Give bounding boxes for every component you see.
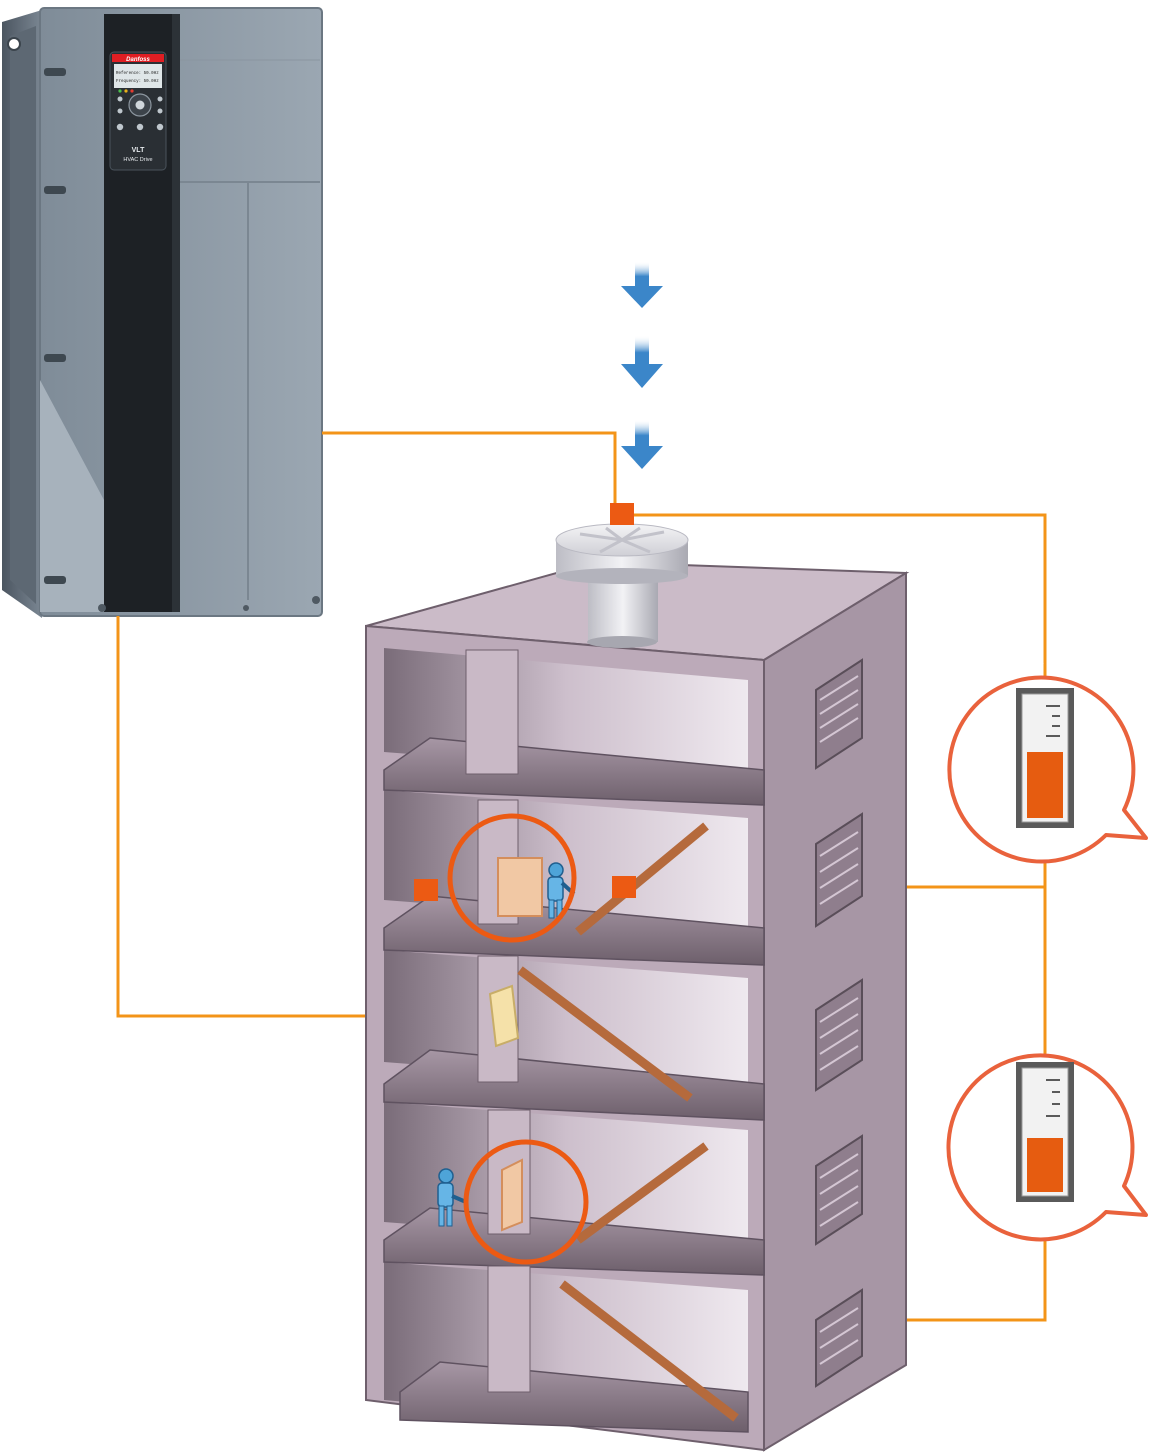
arrow-down-icon [621, 262, 663, 308]
building [365, 560, 910, 1452]
arrow-down-icon [621, 336, 663, 388]
gauge-icon [1016, 688, 1074, 828]
drive-control-panel: Danfoss Reference: 50.0Hz Frequency: 50.… [109, 51, 167, 171]
stairs-icon [517, 822, 739, 1422]
arrow-down-icon [621, 420, 663, 469]
display-line-reference: Reference: 50.0Hz [116, 71, 159, 76]
lower-pressure-gauge [946, 1053, 1148, 1242]
hvac-drive-label: HVAC Drive [123, 157, 152, 163]
louvre-icon [815, 658, 863, 1388]
sensor-icon [612, 876, 636, 898]
sensor-icon [610, 503, 634, 525]
danfoss-logo: Danfoss [126, 57, 150, 63]
gauge-icon [1016, 1062, 1074, 1202]
airflow-arrows [621, 262, 663, 469]
door-icon [501, 1158, 523, 1232]
upper-pressure-gauge [947, 663, 1148, 864]
person-icon [547, 862, 576, 919]
sensors [414, 503, 636, 901]
door-highlight-circle [463, 1139, 589, 1265]
pressure-control-panel [488, 984, 520, 1048]
door-highlight-circle [447, 813, 577, 943]
fan-icon [555, 523, 689, 648]
vlt-hvac-drive: Danfoss Reference: 50.0Hz Frequency: 50.… [2, 7, 323, 618]
sensor-icon [414, 879, 438, 901]
vlt-label: VLT [132, 147, 145, 154]
display-line-frequency: Frequency: 50.0Hz [116, 80, 159, 84]
door-icon [497, 857, 543, 917]
